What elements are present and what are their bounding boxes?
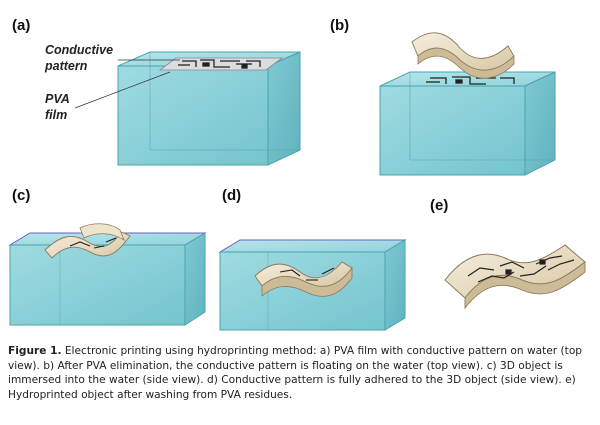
callout-conductive-line1: Conductive <box>45 43 113 57</box>
water-tank-a <box>117 51 301 166</box>
curved-object-b <box>411 32 515 79</box>
callout-line-pva <box>74 71 171 109</box>
panel-d: (d) <box>218 187 407 331</box>
panel-label-a: (a) <box>12 17 30 34</box>
object-immersing-c <box>44 223 131 259</box>
panel-label-c: (c) <box>12 187 30 204</box>
panel-a: (a) Conductive pattern PVA film <box>12 17 301 166</box>
panel-e: (e) <box>430 197 586 310</box>
conductive-pattern-a <box>178 59 261 69</box>
panel-c: (c) <box>8 187 207 326</box>
figure-caption: Figure 1. Electronic printing using hydr… <box>8 344 596 402</box>
callout-conductive-line2: pattern <box>44 59 88 73</box>
hydroprinting-figure: (a) Conductive pattern PVA film <box>8 17 586 331</box>
callout-pva-line1: PVA <box>45 92 70 106</box>
panel-label-e: (e) <box>430 197 448 214</box>
panel-label-d: (d) <box>222 187 241 204</box>
caption-text: Electronic printing using hydroprinting … <box>8 345 583 401</box>
panel-b: (b) <box>330 17 556 176</box>
figure-number: Figure 1. <box>8 345 62 357</box>
water-tank-b <box>379 71 556 176</box>
object-submerged-d <box>254 261 353 297</box>
hydroprinted-object-e <box>444 244 586 310</box>
conductive-pattern-b <box>426 76 515 85</box>
panel-label-b: (b) <box>330 17 349 34</box>
callout-pva-line2: film <box>45 108 67 122</box>
